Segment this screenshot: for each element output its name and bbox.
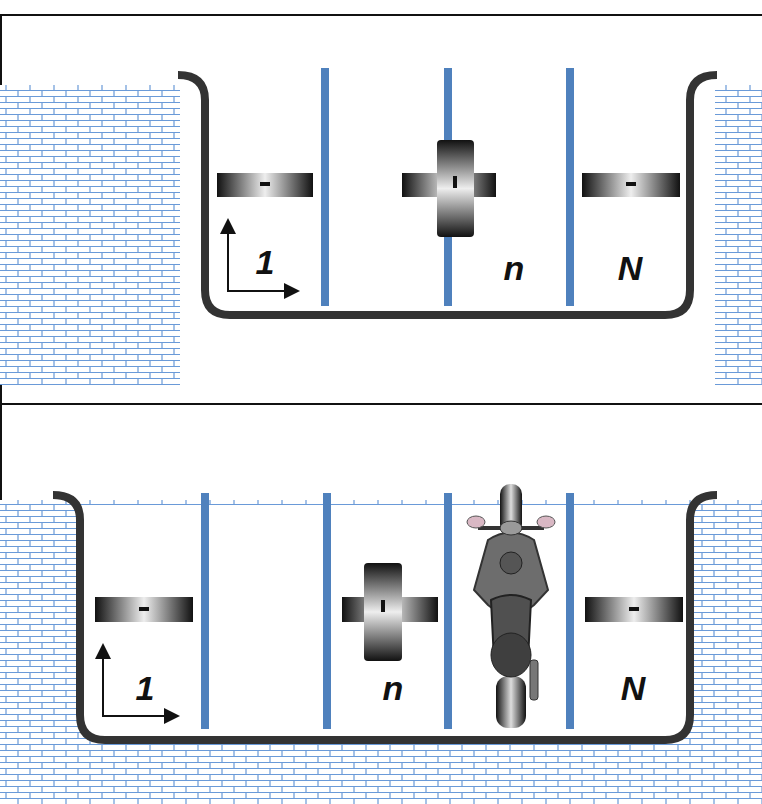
slot-label: n	[383, 671, 404, 705]
slot-label: N	[621, 671, 646, 705]
slot-label: n	[504, 251, 525, 285]
slot-label: 1	[136, 671, 155, 705]
slot-label: 1	[256, 245, 275, 279]
slot-label: N	[618, 251, 643, 285]
motorcycle	[467, 484, 555, 728]
